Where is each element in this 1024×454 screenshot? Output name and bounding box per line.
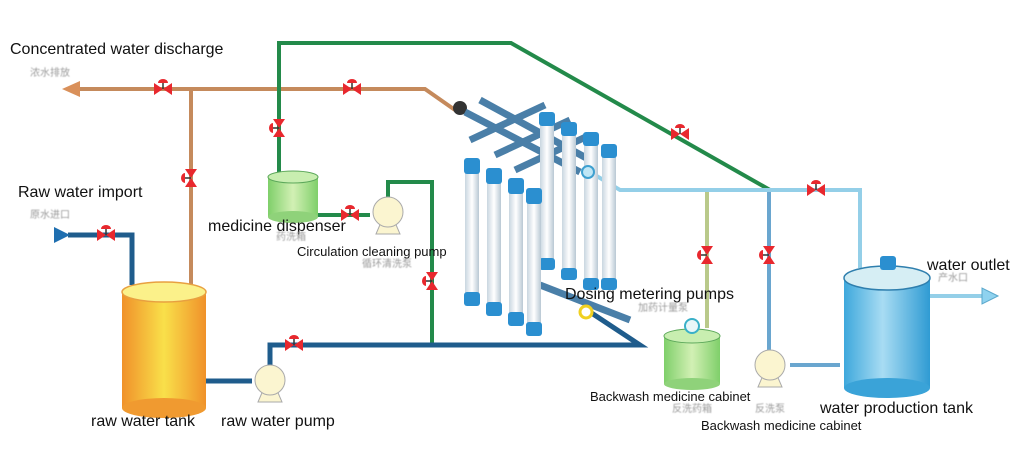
label-water-outlet: water outlet	[927, 257, 1010, 274]
valve-icon[interactable]	[284, 334, 304, 352]
label-backwash-medicine-cabinet: Backwash medicine cabinet	[590, 389, 751, 404]
valve-icon[interactable]	[806, 179, 826, 197]
water-production-tank	[843, 256, 931, 398]
dosing-pump-icon	[684, 318, 700, 334]
backwash-pipe	[767, 192, 840, 367]
label-raw-water-import: Raw water import	[18, 184, 143, 201]
inlet-arrow-icon	[54, 227, 70, 243]
label-cn-circulation-pump: 循环清洗泵	[362, 259, 412, 270]
label-cn-medicine-dispenser: 药洗箱	[276, 232, 306, 243]
concentrate-pipe	[78, 87, 457, 290]
valve-icon[interactable]	[268, 118, 286, 138]
label-medicine-dispenser: medicine dispenser	[208, 218, 346, 235]
label-cn-water-outlet: 产水口	[938, 273, 968, 284]
label-cn-backwash-cabinet: 反洗药箱	[672, 404, 712, 415]
uf-membrane-rack	[453, 96, 632, 336]
valve-icon[interactable]	[153, 78, 173, 96]
valve-icon[interactable]	[96, 224, 116, 242]
label-cn-dosing-pumps: 加药计量泵	[638, 303, 688, 314]
discharge-arrow-icon	[62, 81, 80, 97]
label-dosing-metering-pumps: Dosing metering pumps	[565, 286, 734, 303]
backwash-pump-icon[interactable]	[754, 349, 786, 388]
medicine-dispenser-tank	[267, 170, 319, 223]
label-concentrated-water-discharge: Concentrated water discharge	[10, 41, 224, 58]
circulation-pump-icon[interactable]	[372, 196, 404, 235]
label-circulation-cleaning-pump: Circulation cleaning pump	[297, 244, 447, 259]
label-water-production-tank: water production tank	[820, 400, 973, 417]
raw-water-pump-icon[interactable]	[254, 364, 286, 403]
label-cn-backwash-pump: 反洗泵	[755, 404, 785, 415]
label-cn-concentrate-discharge: 浓水排放	[30, 68, 70, 79]
label-raw-water-tank: raw water tank	[91, 413, 196, 430]
backwash-medicine-cabinet	[663, 318, 721, 390]
valve-icon[interactable]	[180, 168, 198, 188]
valve-icon[interactable]	[758, 245, 776, 265]
label-cn-raw-water-import: 原水进口	[30, 210, 70, 221]
valve-icon[interactable]	[696, 245, 714, 265]
valve-icon[interactable]	[421, 271, 439, 291]
raw-water-pipe	[68, 232, 649, 384]
label-raw-water-pump: raw water pump	[221, 413, 335, 430]
outlet-arrow-icon	[981, 287, 1000, 305]
raw-water-tank	[121, 281, 207, 418]
label-backwash-pump: Backwash medicine cabinet	[701, 418, 862, 433]
valve-icon[interactable]	[342, 78, 362, 96]
